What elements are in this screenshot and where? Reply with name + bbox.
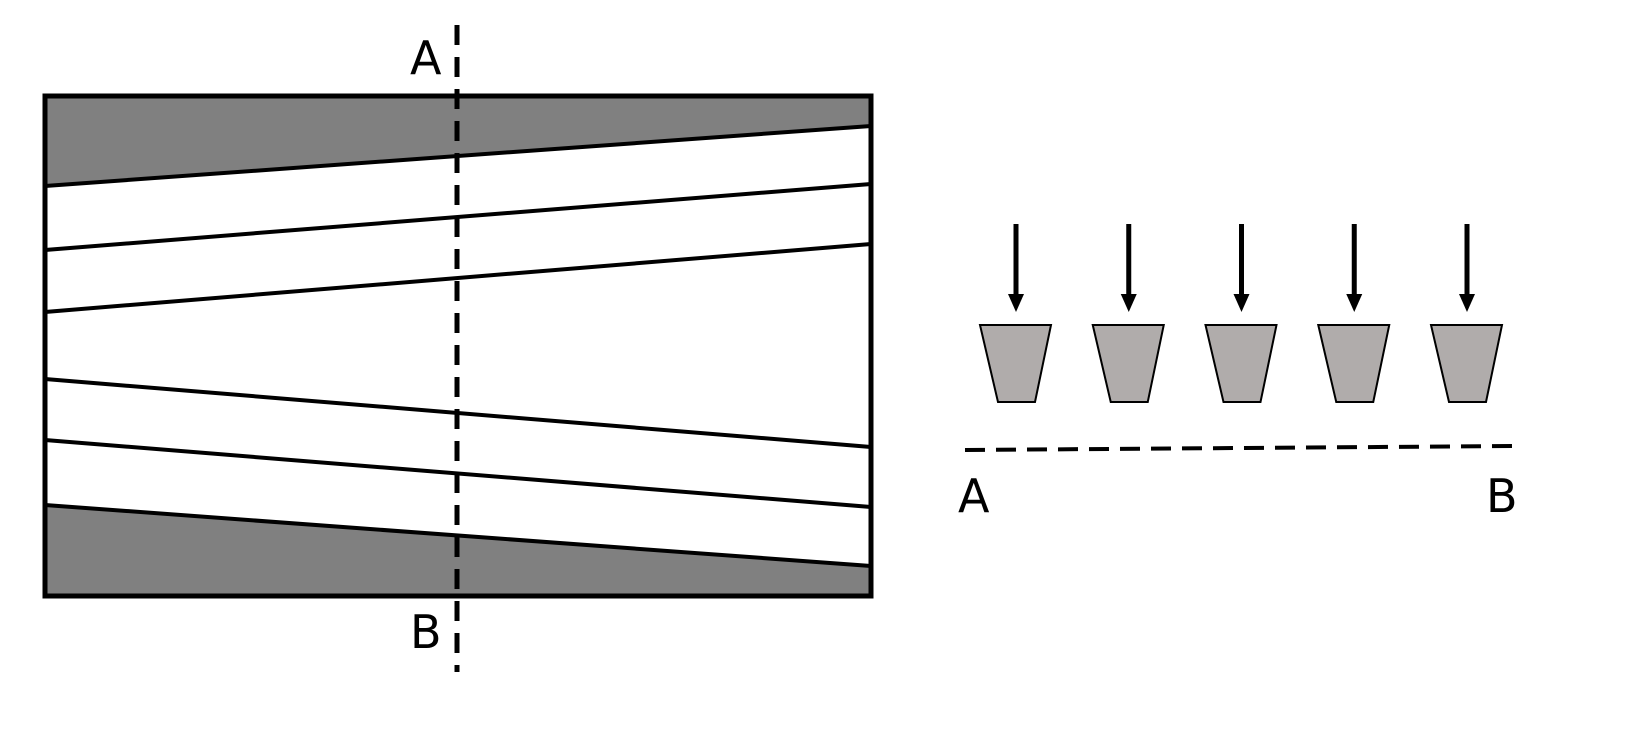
trapezoid-block [1429, 324, 1504, 403]
section-baseline-ab [964, 444, 1518, 452]
slanted-line [44, 503, 872, 568]
trapezoid-block [1204, 324, 1278, 403]
arrow-down-icon [1008, 294, 1024, 312]
trapezoid-block [978, 324, 1053, 403]
cross-section-panel [978, 224, 1504, 403]
arrow-down-icon [1346, 294, 1363, 312]
trapezoid-block [1091, 324, 1165, 403]
arrow-down-icon [1233, 294, 1250, 312]
arrow-down-icon [1120, 294, 1137, 312]
slanted-line [44, 242, 872, 314]
section-label-b: B [410, 605, 442, 659]
arrow-down-icon [1459, 294, 1475, 312]
baseline-label-b: B [1486, 469, 1518, 523]
trapezoid-block [1316, 324, 1391, 403]
top-view-panel: A B [42, 25, 874, 672]
section-label-a: A [410, 31, 442, 85]
baseline-label-a: A [958, 469, 990, 523]
